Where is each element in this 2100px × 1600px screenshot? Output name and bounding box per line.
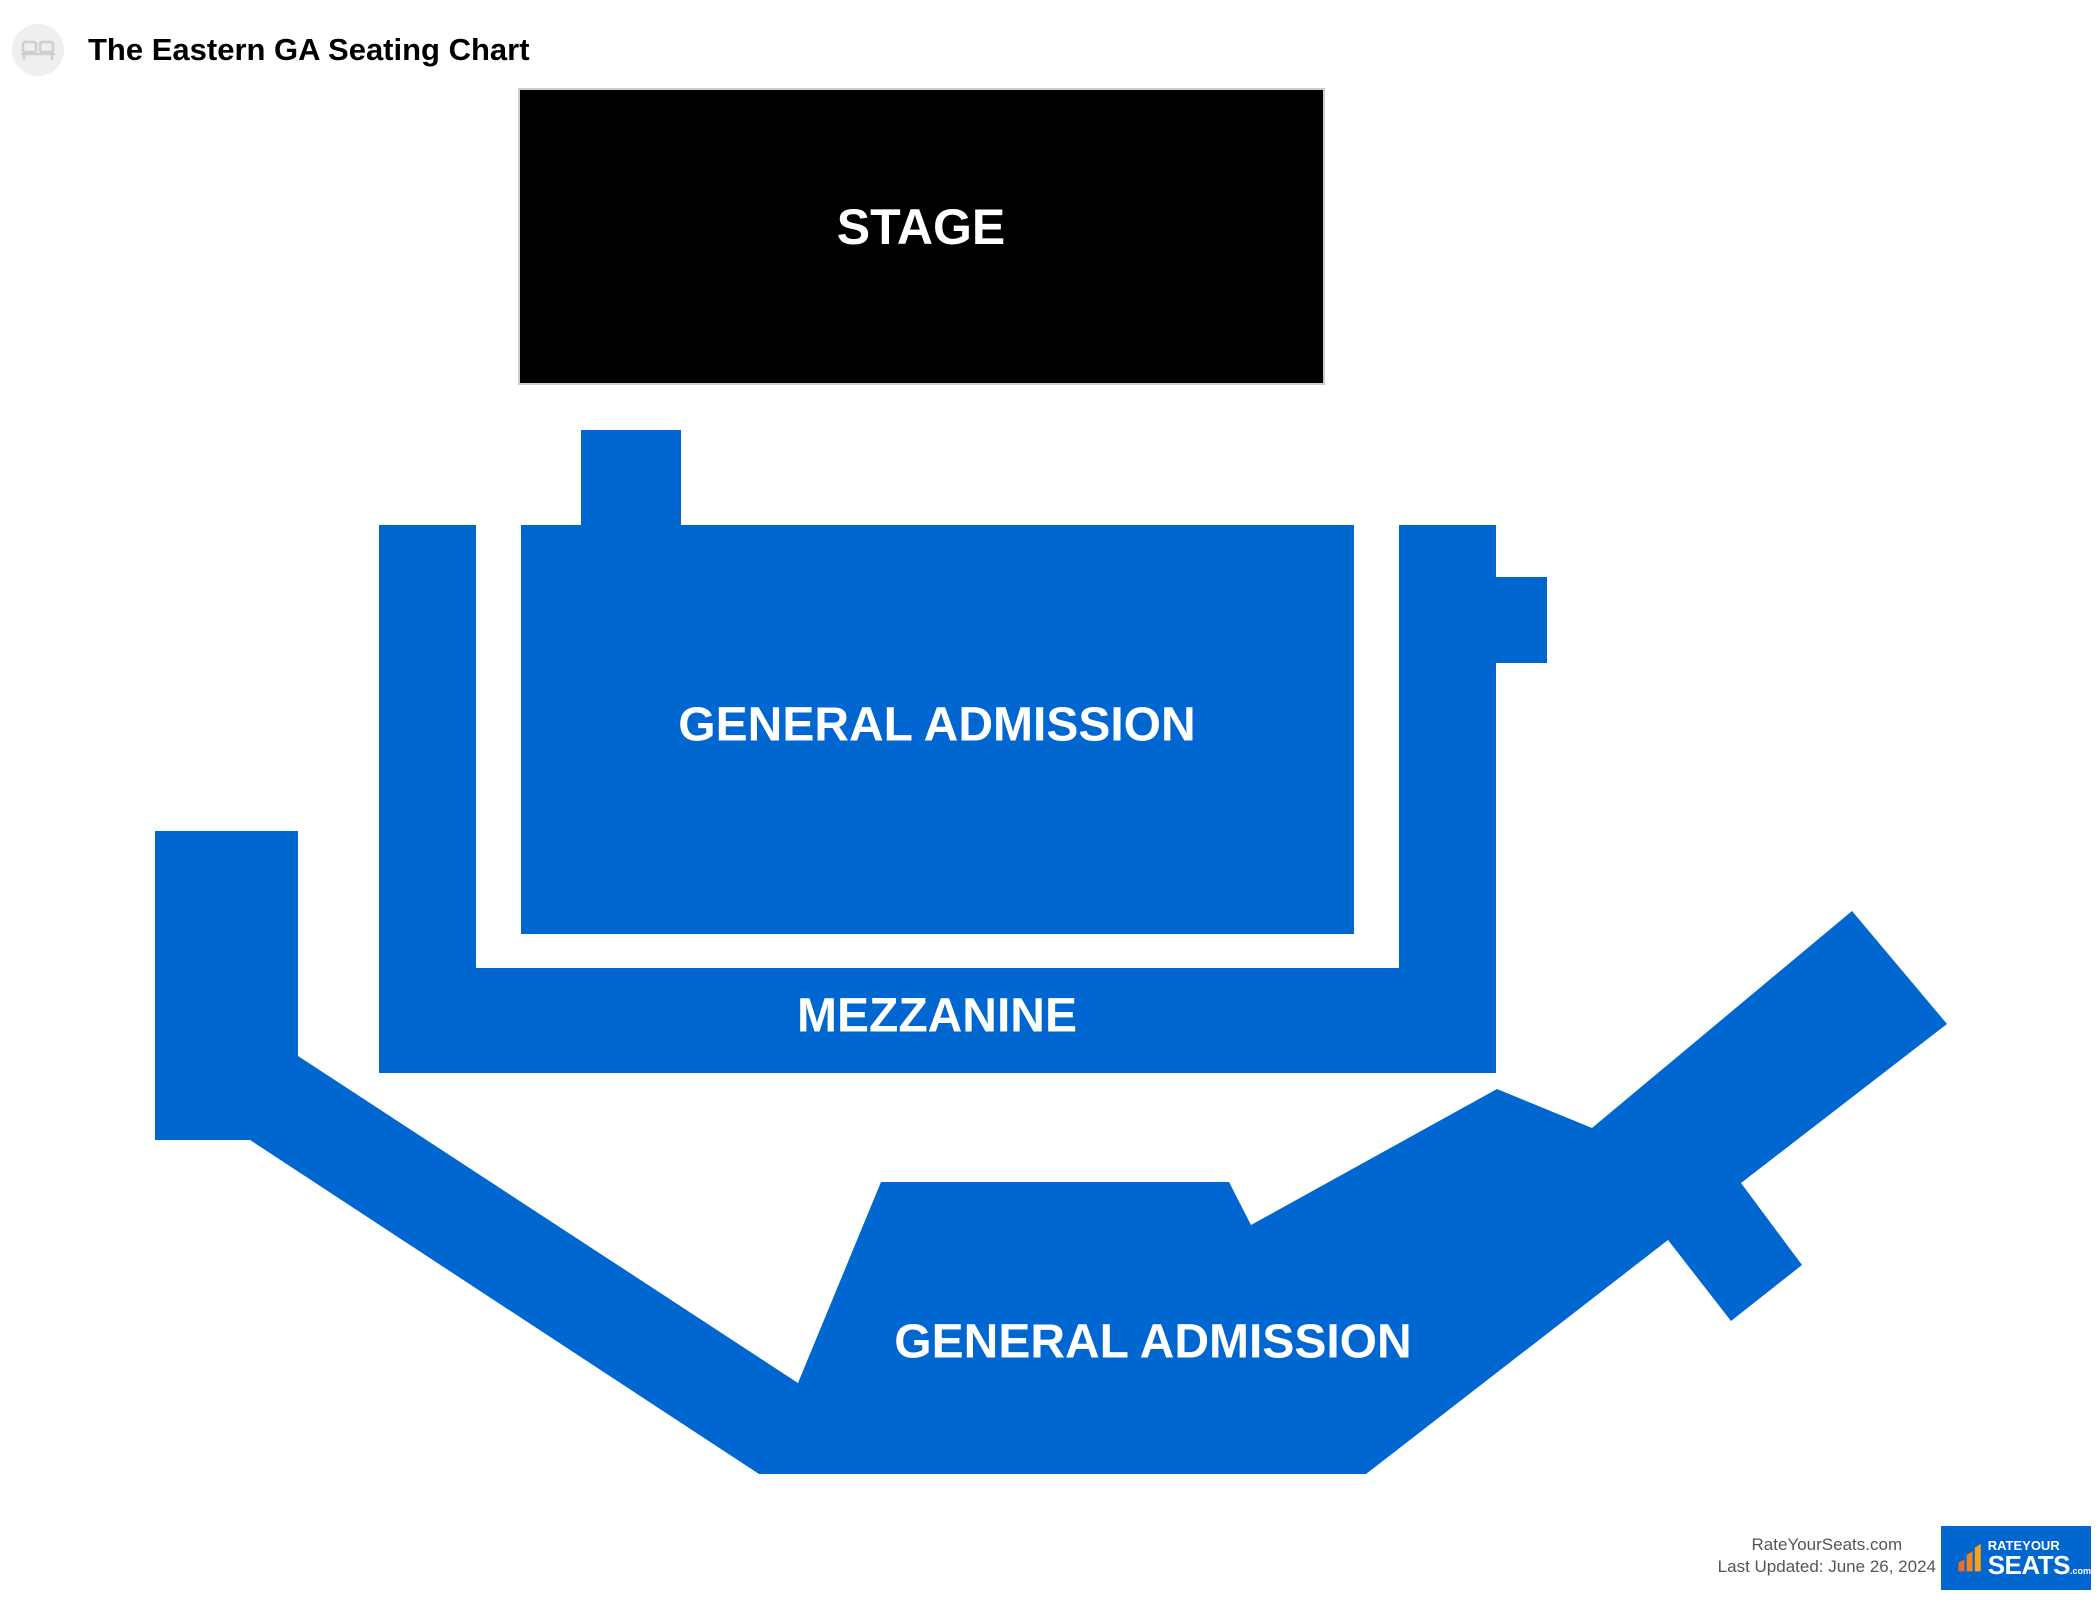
page-header: The Eastern GA Seating Chart	[12, 24, 530, 76]
general-admission-floor-label: GENERAL ADMISSION	[678, 699, 1195, 752]
logo-top: RATEYOUR	[1987, 1537, 2060, 1553]
general-admission-lower-label: GENERAL ADMISSION	[894, 1316, 1411, 1369]
seat-icon	[12, 24, 64, 76]
logo-bottom-text: SEATS	[1987, 1549, 2071, 1580]
logo-suffix: .com	[2069, 1565, 2091, 1576]
footer-site[interactable]: RateYourSeats.com	[1751, 1535, 1903, 1554]
logo-wordmark: RATEYOUR SEATS.com	[1988, 1539, 2091, 1578]
mezzanine-label: MEZZANINE	[797, 990, 1077, 1043]
page-title: The Eastern GA Seating Chart	[88, 32, 530, 67]
rateyourseats-logo[interactable]: RATEYOUR SEATS.com	[1941, 1526, 2091, 1590]
stage-label: STAGE	[837, 199, 1006, 255]
footer-attribution: RateYourSeats.com Last Updated: June 26,…	[1718, 1534, 1936, 1578]
section-mezzanine[interactable]	[379, 525, 1547, 1073]
footer-updated: Last Updated: June 26, 2024	[1717, 1557, 1936, 1576]
logo-bottom: SEATS.com	[1988, 1552, 2091, 1578]
bar-chart-icon	[1958, 1543, 1981, 1572]
section-general-admission-lower[interactable]	[155, 831, 1947, 1474]
stage[interactable]	[518, 88, 1325, 385]
section-general-admission-floor[interactable]	[521, 430, 1354, 934]
